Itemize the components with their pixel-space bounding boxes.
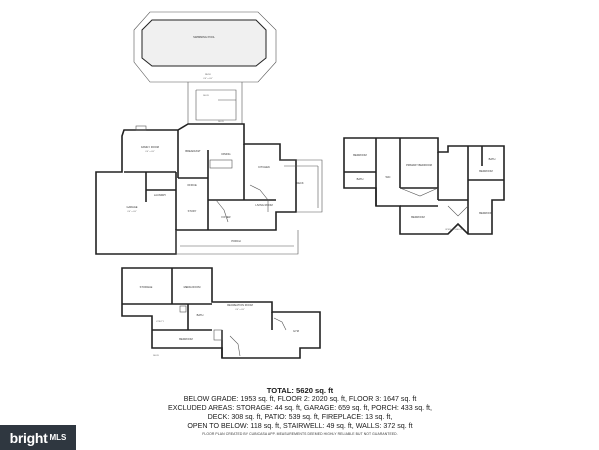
utility-label: UTILITY	[156, 321, 165, 323]
main-floor-outline	[95, 123, 297, 255]
summary-line-3: DECK: 308 sq. ft, PATIO: 539 sq. ft, FIR…	[207, 412, 393, 421]
laundry-label: LAUNDRY	[154, 193, 167, 197]
open-label: OPEN TO BELOW	[445, 229, 464, 231]
summary-line-2: EXCLUDED AREAS: STORAGE: 44 sq. ft, GARA…	[167, 403, 432, 412]
bath2-label: BATH	[489, 157, 496, 161]
upper-floor: BEDROOM BATH PRIMARY BEDROOM WIC BEDROOM…	[343, 137, 505, 235]
bedroom2-label: BEDROOM	[479, 169, 492, 173]
basement: STORAGE MEDIA ROOM RECREATION ROOM 0'0" …	[121, 267, 321, 359]
study-label: STUDY	[188, 209, 197, 213]
svg-text:0'0" x 0'0": 0'0" x 0'0"	[127, 211, 137, 213]
living-label: LIVING ROOM	[255, 203, 272, 207]
basement-outline	[121, 267, 321, 359]
pool-label: SWIMMING POOL	[193, 35, 215, 39]
kitchen-label: KITCHEN	[258, 165, 270, 169]
svg-text:0'0" x 0'0": 0'0" x 0'0"	[235, 309, 245, 311]
bedroom4-label: BEDROOM	[479, 211, 492, 215]
storage-label: STORAGE	[140, 285, 153, 289]
side-deck-label: DECK	[296, 181, 303, 185]
garage-label: GARAGE	[126, 205, 137, 209]
closet-label: WIC	[385, 175, 390, 179]
rec-label: RECREATION ROOM	[227, 303, 253, 307]
brand-suffix: MLS	[49, 433, 67, 442]
summary-line-4: OPEN TO BELOW: 118 sq. ft, STAIRWELL: 49…	[187, 421, 413, 430]
bright-mls-logo: bright MLS	[0, 425, 76, 450]
bsbath-label: BATH	[197, 313, 204, 317]
bedroom3-label: BEDROOM	[411, 215, 424, 219]
family-label: FAMILY ROOM	[141, 145, 159, 149]
main-floor: FAMILY ROOM 0'0" x 0'0" BREAKFAST DINING…	[95, 123, 297, 255]
bsdeck-label: DECK	[153, 355, 160, 357]
svg-text:0'0" x 0'0": 0'0" x 0'0"	[145, 151, 155, 153]
bedroom1-label: BEDROOM	[353, 153, 366, 157]
deck2-label: DECK	[218, 121, 225, 123]
area-summary: TOTAL: 5620 sq. ft BELOW GRADE: 1953 sq.…	[150, 386, 450, 431]
foyer-label: FOYER	[222, 215, 231, 219]
bath1-label: BATH	[357, 177, 364, 181]
pool-outline	[141, 19, 267, 67]
porch-area: DECK PORCH	[175, 159, 323, 255]
summary-line-1: BELOW GRADE: 1953 sq. ft, FLOOR 2: 2020 …	[183, 395, 417, 403]
gym-label: GYM	[293, 329, 299, 333]
brand-name: bright	[9, 429, 48, 446]
disclaimer: FLOOR PLAN CREATED BY CUBICASA APP. MEAS…	[202, 432, 398, 436]
primary-label: PRIMARY BEDROOM	[406, 163, 432, 167]
total-area: TOTAL: 5620 sq. ft	[266, 386, 334, 395]
breakfast-label: BREAKFAST	[185, 149, 201, 153]
pool-deck-outline	[133, 11, 277, 83]
porch-label: PORCH	[231, 239, 240, 243]
upper-floor-outline	[343, 137, 505, 235]
svg-text:0'0" x 0'0": 0'0" x 0'0"	[203, 78, 213, 80]
dining-label: DINING	[221, 152, 230, 156]
pool-area: SWIMMING POOL PATIO 0'0" x 0'0"	[133, 11, 277, 83]
patio-label: PATIO	[205, 73, 212, 76]
bsbed-label: BEDROOM	[179, 337, 192, 341]
deck-area: DECK DECK	[187, 82, 243, 125]
media-label: MEDIA ROOM	[184, 285, 201, 289]
office-label: OFFICE	[187, 183, 197, 187]
deck-label: DECK	[203, 95, 210, 97]
